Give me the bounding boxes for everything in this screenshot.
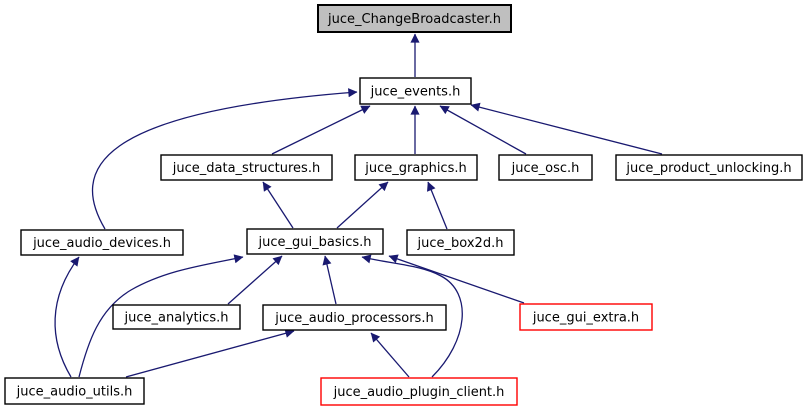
edge-juce_gui_extra-to-juce_gui_basics: [388, 254, 525, 304]
node-box[interactable]: [359, 77, 472, 105]
edge-juce_data_structures-to-juce_events: [271, 105, 371, 155]
node-box[interactable]: [112, 304, 241, 330]
node-box: [317, 4, 512, 33]
node-box[interactable]: [519, 303, 653, 331]
edge-juce_audio_devices-to-juce_events: [91, 88, 358, 230]
node-label: juce_osc.h: [511, 161, 580, 176]
node-juce_osc[interactable]: juce_osc.h: [498, 154, 593, 181]
edge-juce_audio_utils-to-juce_gui_basics: [78, 254, 244, 378]
node-juce_gui_basics[interactable]: juce_gui_basics.h: [246, 228, 384, 255]
node-box[interactable]: [615, 154, 803, 181]
node-juce_audio_plugin_client[interactable]: juce_audio_plugin_client.h: [320, 377, 518, 406]
node-label: juce_gui_basics.h: [258, 235, 372, 250]
edge-juce_audio_utils-to-juce_audio_processors: [125, 328, 295, 378]
node-label: juce_box2d.h: [417, 236, 504, 251]
node-juce_analytics[interactable]: juce_analytics.h: [112, 304, 241, 330]
node-box[interactable]: [246, 228, 384, 255]
edge-juce_audio_plugin_client-to-juce_audio_processors: [370, 332, 410, 378]
node-label: juce_ChangeBroadcaster.h: [327, 12, 501, 27]
edge-juce_box2d-to-juce_graphics: [427, 181, 448, 230]
edge-juce_osc-to-juce_events: [439, 105, 527, 155]
edge-juce_product_unlocking-to-juce_events: [470, 102, 663, 155]
node-juce_audio_devices[interactable]: juce_audio_devices.h: [20, 229, 184, 256]
edge-juce_audio_processors-to-juce_gui_basics: [322, 255, 337, 305]
node-box[interactable]: [406, 229, 515, 256]
node-juce_graphics[interactable]: juce_graphics.h: [354, 154, 478, 181]
node-box[interactable]: [20, 229, 184, 256]
node-box[interactable]: [4, 377, 145, 405]
node-label: juce_audio_processors.h: [274, 311, 433, 326]
node-box[interactable]: [160, 154, 333, 181]
node-juce_data_structures[interactable]: juce_data_structures.h: [160, 154, 333, 181]
node-label: juce_audio_plugin_client.h: [333, 385, 505, 400]
edge-juce_gui_basics-to-juce_data_structures: [262, 181, 294, 229]
node-label: juce_analytics.h: [124, 311, 229, 326]
edge-juce_audio_plugin_client-to-juce_gui_basics: [361, 254, 463, 378]
node-label: juce_audio_devices.h: [32, 236, 171, 251]
node-box[interactable]: [262, 304, 447, 331]
node-label: juce_audio_utils.h: [16, 385, 133, 400]
node-label: juce_gui_extra.h: [532, 311, 639, 326]
node-juce_events[interactable]: juce_events.h: [359, 77, 472, 105]
node-box[interactable]: [498, 154, 593, 181]
node-juce_audio_processors[interactable]: juce_audio_processors.h: [262, 304, 447, 331]
edge-juce_audio_utils-to-juce_audio_devices: [54, 256, 80, 378]
node-juce_box2d[interactable]: juce_box2d.h: [406, 229, 515, 256]
node-juce_gui_extra[interactable]: juce_gui_extra.h: [519, 303, 653, 331]
node-label: juce_product_unlocking.h: [625, 161, 791, 176]
node-juce_ChangeBroadcaster: juce_ChangeBroadcaster.h: [317, 4, 512, 33]
node-box[interactable]: [354, 154, 478, 181]
node-label: juce_events.h: [370, 85, 461, 100]
node-juce_product_unlocking[interactable]: juce_product_unlocking.h: [615, 154, 803, 181]
node-box[interactable]: [320, 377, 518, 406]
edge-juce_gui_basics-to-juce_graphics: [336, 181, 389, 229]
node-label: juce_graphics.h: [364, 161, 466, 176]
node-label: juce_data_structures.h: [172, 161, 320, 176]
node-juce_audio_utils[interactable]: juce_audio_utils.h: [4, 377, 145, 405]
edge-juce_analytics-to-juce_gui_basics: [227, 255, 283, 305]
